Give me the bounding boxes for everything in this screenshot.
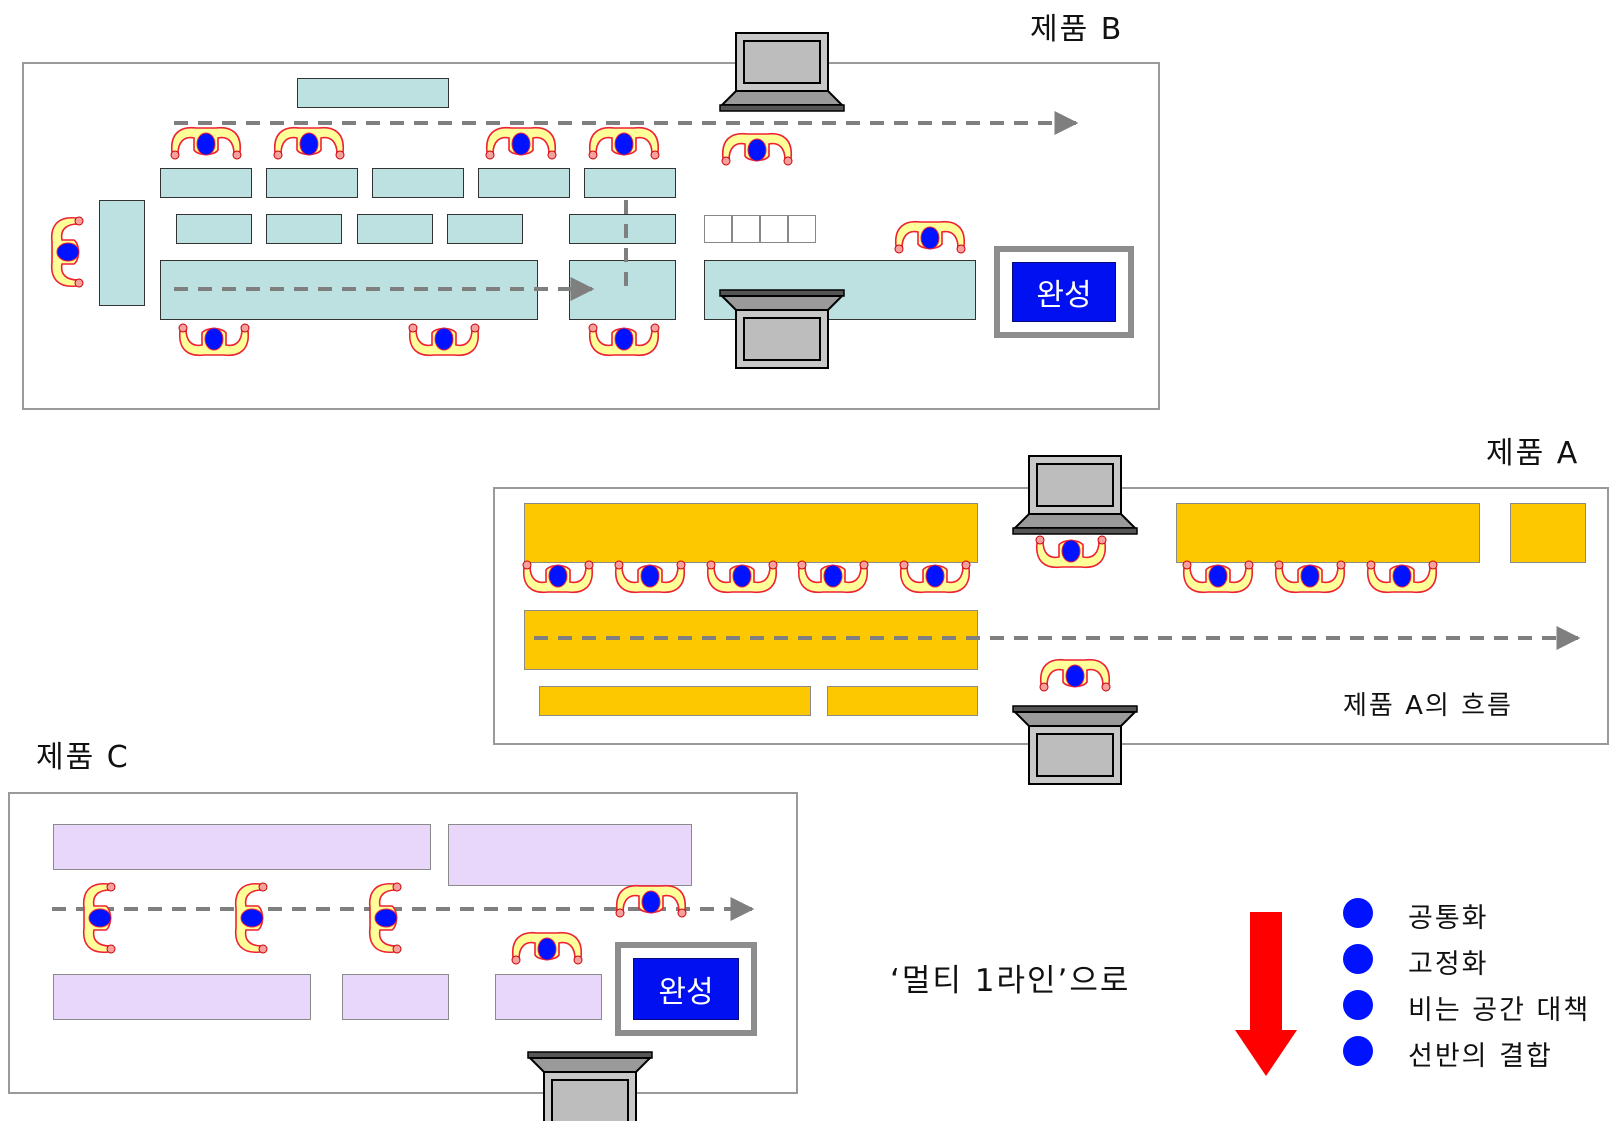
- worker-icon: [368, 882, 402, 954]
- benefit-item: 비는 공간 대책: [1408, 995, 1591, 1026]
- worker-icon: [899, 560, 971, 594]
- station: [539, 686, 811, 716]
- empty-slot: [704, 215, 732, 243]
- worker-icon: [894, 220, 966, 254]
- worker-icon: [170, 126, 242, 160]
- station: [53, 974, 311, 1020]
- done-box: 완성: [994, 246, 1134, 338]
- station: [266, 168, 358, 198]
- done-box: 완성: [615, 942, 757, 1036]
- worker-icon: [485, 126, 557, 160]
- worker-icon: [1182, 560, 1254, 594]
- worker-icon: [1035, 535, 1107, 569]
- laptop-icon: [719, 32, 845, 112]
- worker-icon: [588, 323, 660, 357]
- worker-icon: [178, 323, 250, 357]
- station: [357, 214, 433, 244]
- done-label: 완성: [633, 958, 739, 1020]
- station: [827, 686, 978, 716]
- worker-icon: [522, 560, 594, 594]
- worker-icon: [706, 560, 778, 594]
- station: [447, 214, 523, 244]
- station: [495, 974, 602, 1020]
- product-c-title: 제품 C: [36, 740, 130, 775]
- station: [372, 168, 464, 198]
- benefit-item: 공통화: [1408, 903, 1489, 934]
- worker-icon: [614, 560, 686, 594]
- worker-icon: [1366, 560, 1438, 594]
- station: [569, 214, 676, 244]
- station: [524, 503, 978, 563]
- benefit-item: 선반의 결합: [1408, 1041, 1553, 1072]
- done-label: 완성: [1012, 262, 1116, 322]
- empty-slot: [732, 215, 760, 243]
- product-a-title: 제품 A: [1486, 436, 1580, 471]
- benefit-item: 고정화: [1408, 949, 1489, 980]
- product-c-panel: 완성: [8, 792, 798, 1094]
- bullet-dot-icon: [1343, 1036, 1373, 1066]
- station: [1176, 503, 1480, 563]
- product-a-flow-caption: 제품 A의 흐름: [1343, 691, 1513, 721]
- station: [99, 200, 145, 306]
- worker-icon: [721, 132, 793, 166]
- station: [160, 168, 252, 198]
- station: [1510, 503, 1586, 563]
- worker-icon: [50, 216, 84, 288]
- laptop-icon: [527, 1051, 653, 1121]
- worker-icon: [797, 560, 869, 594]
- worker-icon: [1039, 658, 1111, 692]
- down-arrow-icon: [1235, 912, 1297, 1076]
- laptop-icon: [719, 289, 845, 369]
- transition-caption: ‘멀티 1라인’으로: [890, 963, 1131, 999]
- bullet-dot-icon: [1343, 990, 1373, 1020]
- station: [297, 78, 449, 108]
- station: [342, 974, 449, 1020]
- station: [478, 168, 570, 198]
- laptop-icon: [1012, 705, 1138, 785]
- bullet-dot-icon: [1343, 898, 1373, 928]
- worker-icon: [1274, 560, 1346, 594]
- worker-icon: [615, 884, 687, 918]
- worker-icon: [234, 882, 268, 954]
- station: [448, 824, 692, 886]
- worker-icon: [82, 882, 116, 954]
- empty-slot: [760, 215, 788, 243]
- worker-icon: [273, 126, 345, 160]
- worker-icon: [588, 126, 660, 160]
- worker-icon: [408, 323, 480, 357]
- station: [569, 260, 676, 320]
- bullet-dot-icon: [1343, 944, 1373, 974]
- worker-icon: [511, 931, 583, 965]
- laptop-icon: [1012, 455, 1138, 535]
- empty-slot: [788, 215, 816, 243]
- station: [584, 168, 676, 198]
- product-b-flow-lines: [174, 111, 1079, 301]
- station: [53, 824, 431, 870]
- station: [176, 214, 252, 244]
- station: [266, 214, 342, 244]
- product-b-title: 제품 B: [1030, 12, 1124, 47]
